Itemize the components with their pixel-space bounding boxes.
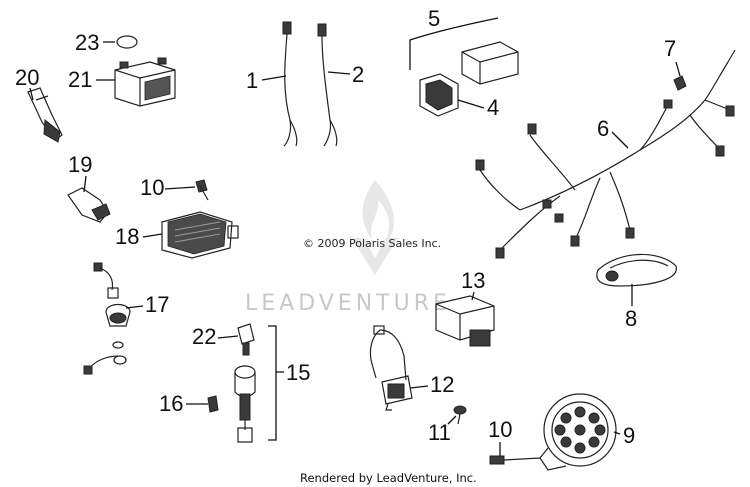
boot-part-19 <box>67 187 111 223</box>
housing-part-9 <box>539 393 617 471</box>
bolt-part-11 <box>453 405 467 425</box>
key-part-22 <box>237 323 255 356</box>
callout-15: 15 <box>286 360 310 385</box>
leader-18 <box>142 233 163 238</box>
leader-9 <box>613 431 621 435</box>
clip-part-16 <box>207 395 219 413</box>
regulator-part <box>161 211 239 259</box>
cap-part-4 <box>419 73 459 117</box>
copyright-text: © 2009 Polaris Sales Inc. <box>303 237 441 250</box>
leader-20 <box>29 87 34 101</box>
callout-10-lower: 10 <box>488 417 512 442</box>
callout-21: 21 <box>68 67 92 92</box>
connector-part-20 <box>27 87 63 143</box>
leader-19 <box>83 175 87 193</box>
callout-18: 18 <box>115 224 139 249</box>
leader-13 <box>471 291 475 301</box>
ignition-coil-part <box>369 325 413 411</box>
watermark-logo-icon <box>352 180 398 275</box>
wire-part-1 <box>282 21 298 147</box>
leader-17 <box>125 305 144 309</box>
bracket-15 <box>268 325 284 441</box>
callout-1: 1 <box>246 68 258 93</box>
clip-part-7 <box>673 75 687 91</box>
callout-13: 13 <box>461 268 485 293</box>
callout-17: 17 <box>145 292 169 317</box>
screw-part-10a <box>195 179 209 201</box>
relay-part <box>435 295 495 347</box>
leader-4 <box>457 99 485 109</box>
lens-part-8 <box>596 253 677 287</box>
callout-16: 16 <box>159 391 183 416</box>
callout-10-upper: 10 <box>140 175 164 200</box>
callout-9: 9 <box>623 423 635 448</box>
leader-1 <box>261 75 287 81</box>
bracket-5 <box>409 17 499 70</box>
callout-19: 19 <box>68 152 92 177</box>
leader-6 <box>611 131 629 149</box>
battery-part <box>114 57 176 107</box>
callout-22: 22 <box>192 324 216 349</box>
ignition-switch-part <box>234 365 256 443</box>
callout-8: 8 <box>625 306 637 331</box>
leader-12 <box>409 385 429 389</box>
connector-part-10b <box>489 455 541 465</box>
leader-22 <box>217 335 239 339</box>
footer-text: Rendered by LeadVenture, Inc. <box>300 471 477 485</box>
callout-23: 23 <box>75 30 99 55</box>
switch-part-17 <box>83 262 131 375</box>
wire-harness-part <box>475 49 736 259</box>
watermark: LEADVENTURE <box>245 180 451 316</box>
leader-7 <box>675 61 681 77</box>
cdi-box-part <box>461 41 519 85</box>
o-ring-part <box>116 35 138 49</box>
leader-10-upper <box>164 186 196 190</box>
callout-5: 5 <box>428 6 440 31</box>
wire-part-2 <box>317 23 338 147</box>
callout-20: 20 <box>15 65 39 90</box>
callout-11: 11 <box>428 420 451 445</box>
callout-7: 7 <box>664 36 676 61</box>
callout-4: 4 <box>487 95 499 120</box>
callout-6: 6 <box>597 116 609 141</box>
leader-11 <box>447 415 457 425</box>
watermark-text: LEADVENTURE <box>245 291 451 316</box>
callout-12: 12 <box>430 372 454 397</box>
leader-2 <box>327 71 351 75</box>
callout-2: 2 <box>352 62 364 87</box>
